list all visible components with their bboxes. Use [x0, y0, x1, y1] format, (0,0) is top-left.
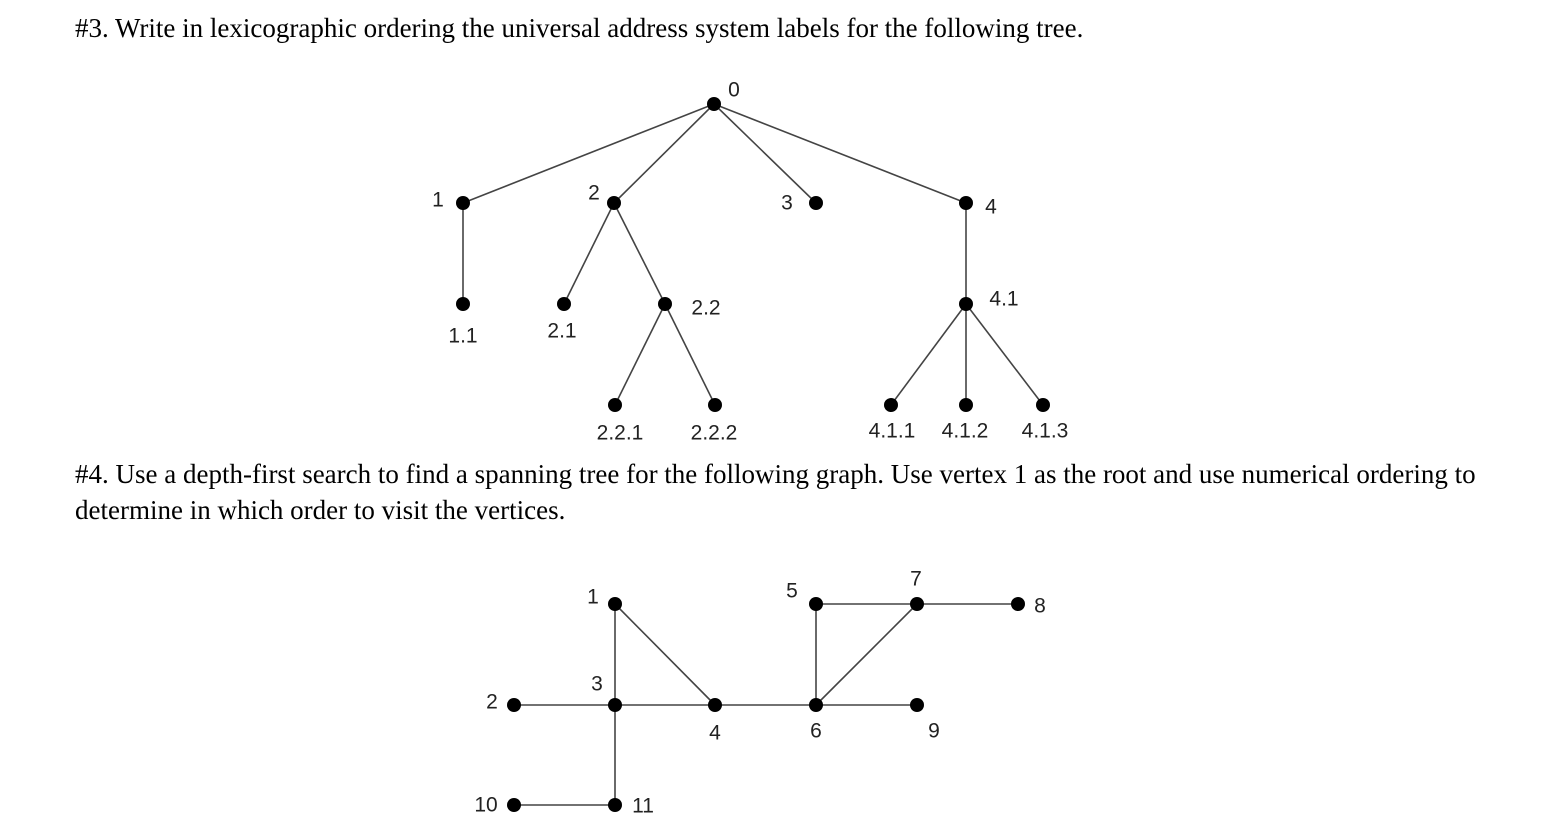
- graph-node-8: [1011, 597, 1025, 611]
- graph-edge-1-4: [614, 603, 716, 706]
- graph-label-8: 8: [1034, 595, 1046, 618]
- graph-label-11: 11: [632, 795, 654, 818]
- graph-label-2: 2: [486, 691, 498, 714]
- tree-node-2: [607, 196, 621, 210]
- tree-node-4: [959, 196, 973, 210]
- graph-node-2: [507, 698, 521, 712]
- graph-label-1: 1: [587, 586, 599, 609]
- tree-label-4-1: 4.1: [989, 288, 1018, 311]
- tree-node-4-1-1: [884, 398, 898, 412]
- tree-edge-0-4: [713, 103, 967, 204]
- tree-edge-0-3: [713, 103, 817, 204]
- tree-label-2-2-1: 2.2.1: [597, 422, 644, 445]
- tree-label-0: 0: [728, 79, 740, 102]
- question-3-text: #3. Write in lexicographic ordering the …: [75, 13, 1084, 43]
- graph-label-3: 3: [591, 673, 603, 696]
- tree-edge-2-2-2-2-1: [614, 303, 666, 406]
- tree-node-0: [707, 97, 721, 111]
- graph-node-10: [507, 798, 521, 812]
- graph-label-10: 10: [474, 794, 497, 817]
- tree-node-4-1-2: [959, 398, 973, 412]
- tree-edge-4-1-4-1-1: [890, 303, 967, 406]
- tree-label-4-1-1: 4.1.1: [869, 420, 916, 443]
- tree-label-2: 2: [588, 182, 600, 205]
- graph-node-5: [809, 597, 823, 611]
- tree-node-2-1: [557, 297, 571, 311]
- graph-label-7: 7: [910, 568, 922, 591]
- tree-label-2-2: 2.2: [691, 297, 720, 320]
- tree-node-1: [456, 196, 470, 210]
- graph-node-1: [608, 597, 622, 611]
- graph-node-11: [608, 798, 622, 812]
- graph-label-5: 5: [786, 580, 798, 603]
- address-tree: 0 1 2 3 4 1.1 2.1 2.2 4.1 2.2.1 2.2.2 4.1.1 4.1.2 4.1…: [432, 79, 1068, 445]
- tree-label-4: 4: [985, 196, 997, 219]
- tree-node-4-1: [959, 297, 973, 311]
- graph-node-6: [809, 698, 823, 712]
- graph-edge-6-7: [815, 603, 918, 706]
- tree-edge-2-2-1: [563, 202, 615, 305]
- graph-label-6: 6: [810, 720, 822, 743]
- tree-edge-0-2: [613, 103, 715, 204]
- tree-label-3: 3: [781, 192, 793, 215]
- tree-edge-2-2-2-2-2: [664, 303, 716, 406]
- graph-node-3: [608, 698, 622, 712]
- tree-label-1: 1: [432, 189, 444, 212]
- dfs-graph: 1 2 3 4 5 6 7 8 9 10 11: [474, 568, 1046, 818]
- graph-label-4: 4: [709, 722, 721, 745]
- tree-node-2-2-1: [608, 398, 622, 412]
- question-4-text: #4. Use a depth-first search to find a s…: [75, 459, 1476, 525]
- tree-label-2-2-2: 2.2.2: [691, 422, 738, 445]
- tree-label-4-1-3: 4.1.3: [1022, 420, 1069, 443]
- tree-node-1-1: [456, 297, 470, 311]
- tree-label-1-1: 1.1: [448, 325, 477, 348]
- tree-node-2-2-2: [708, 398, 722, 412]
- tree-edge-2-2-2: [613, 202, 666, 305]
- tree-node-2-2: [658, 297, 672, 311]
- graph-node-4: [708, 698, 722, 712]
- graph-node-9: [910, 698, 924, 712]
- tree-node-3: [809, 196, 823, 210]
- graph-node-7: [910, 597, 924, 611]
- tree-label-4-1-2: 4.1.2: [942, 420, 989, 443]
- tree-label-2-1: 2.1: [547, 320, 576, 343]
- tree-node-4-1-3: [1036, 398, 1050, 412]
- tree-edge-0-1: [462, 103, 715, 204]
- tree-edge-4-1-4-1-3: [965, 303, 1044, 406]
- graph-label-9: 9: [928, 720, 940, 743]
